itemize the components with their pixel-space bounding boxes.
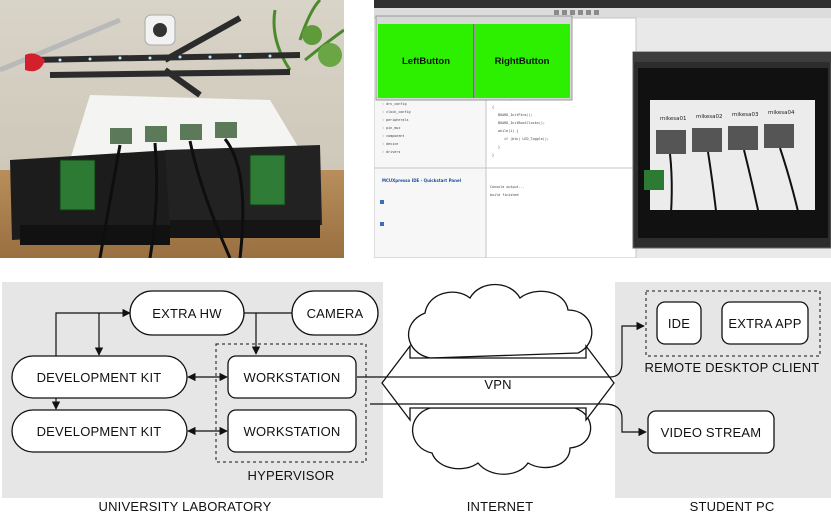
workstation-remote-desktop-arrow xyxy=(357,321,645,378)
remote-desktop-label: REMOTE DESKTOP CLIENT xyxy=(645,360,820,375)
dev-kit-node-1 xyxy=(11,355,188,399)
architecture-diagram: VPN HYPERVISOR REMOTE DESKTOP CLIENT EXT… xyxy=(2,282,831,514)
svg-text:BOARD_InitBootClocks();: BOARD_InitBootClocks(); xyxy=(498,121,545,125)
video-label-1: mikesa01 xyxy=(660,116,687,122)
svg-text:› peripherals: › peripherals xyxy=(382,118,409,122)
svg-text:› drivers: › drivers xyxy=(382,150,400,154)
lab-setup-photo xyxy=(0,0,344,258)
hypervisor-box xyxy=(215,343,367,463)
svg-text:› clock_config: › clock_config xyxy=(382,110,411,114)
left-button-label: LeftButton xyxy=(402,56,450,67)
svg-text:{: { xyxy=(492,105,494,109)
vpn-label: VPN xyxy=(484,377,511,392)
dev-kit-label-2: DEVELOPMENT KIT xyxy=(37,424,162,439)
internet-cloud xyxy=(408,284,593,475)
video-label-3: mikesa03 xyxy=(732,112,759,118)
video-stream-label: VIDEO STREAM xyxy=(661,425,762,440)
hypervisor-label: HYPERVISOR xyxy=(247,468,334,483)
svg-text:}: } xyxy=(498,145,500,149)
workstation-label-2: WORKSTATION xyxy=(243,424,340,439)
ide-label: IDE xyxy=(668,316,690,331)
student-pc-label: STUDENT PC xyxy=(690,499,775,514)
video-label-4: mikesa04 xyxy=(768,110,795,116)
workstation-node-1 xyxy=(227,355,357,399)
svg-text:› drv_config: › drv_config xyxy=(382,102,407,106)
svg-text:› pin_mux: › pin_mux xyxy=(382,126,400,130)
extra-hw-label: EXTRA HW xyxy=(152,306,222,321)
remote-desktop-box xyxy=(645,290,821,357)
workstation-node-2 xyxy=(227,409,357,453)
workstation-label-1: WORKSTATION xyxy=(243,370,340,385)
desktop-illustration: › drv_config › clock_config › peripherals… xyxy=(374,0,831,258)
video-stream-arrow xyxy=(370,403,647,437)
ide-node xyxy=(656,301,702,345)
svg-text:}: } xyxy=(492,153,494,157)
remote-desktop-screenshot: › drv_config › clock_config › peripherals… xyxy=(374,0,831,258)
dev-kit-node-2 xyxy=(11,409,188,453)
svg-text:› component: › component xyxy=(382,134,404,138)
extra-app-label: EXTRA APP xyxy=(728,316,801,331)
ide-title: MCUXpresso IDE - Quickstart Panel xyxy=(382,178,462,183)
svg-text:Console output...: Console output... xyxy=(490,185,525,189)
svg-text:build finished: build finished xyxy=(490,193,519,197)
extra-app-node xyxy=(721,301,809,345)
video-label-2: mikesa02 xyxy=(696,114,723,120)
vpn-tunnel xyxy=(381,344,615,422)
svg-text:BOARD_InitPins();: BOARD_InitPins(); xyxy=(498,113,533,117)
svg-text:while(1) {: while(1) { xyxy=(498,129,518,133)
lab-setup-illustration xyxy=(0,0,344,258)
camera-label: CAMERA xyxy=(307,306,364,321)
video-stream-node xyxy=(647,410,775,454)
internet-label: INTERNET xyxy=(467,499,534,514)
devkit-to-extrahw-arrow xyxy=(55,308,131,356)
dev-kit-label-1: DEVELOPMENT KIT xyxy=(37,370,162,385)
svg-text:› device: › device xyxy=(382,142,398,146)
svg-text:if (btn) LED_Toggle();: if (btn) LED_Toggle(); xyxy=(504,137,549,141)
university-lab-label: UNIVERSITY LABORATORY xyxy=(98,499,271,514)
right-button-label: RightButton xyxy=(495,56,550,67)
